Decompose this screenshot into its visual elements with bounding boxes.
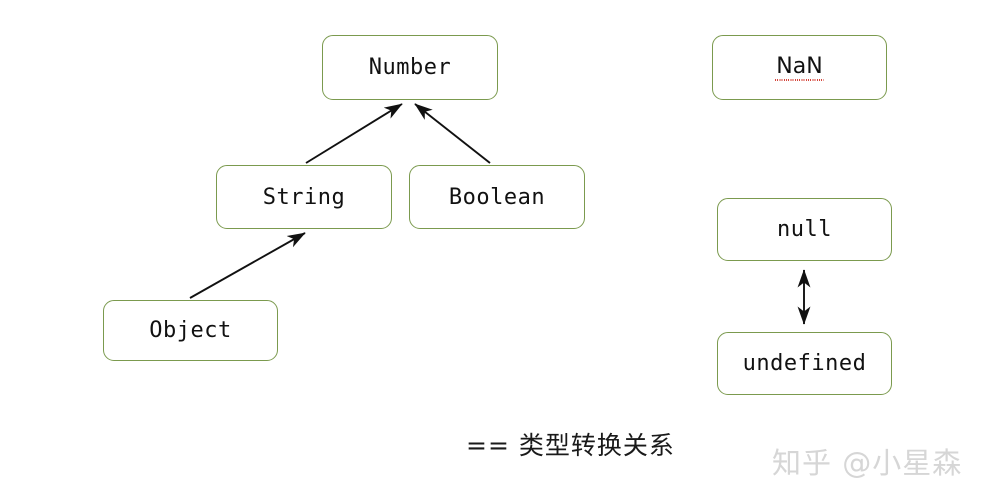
node-boolean-label: Boolean [448, 184, 546, 210]
node-undefined[interactable]: undefined [717, 332, 892, 395]
node-null-label: null [777, 217, 832, 242]
node-undefined-label: undefined [742, 351, 867, 376]
node-number[interactable]: Number [322, 35, 498, 100]
edge-boolean-to-number [414, 103, 491, 164]
node-nan-label: NaN [775, 54, 825, 81]
watermark: 知乎 @小星森 [772, 446, 963, 480]
node-number-label: Number [368, 55, 452, 80]
edge-object-to-string [189, 232, 306, 299]
node-object-label: Object [149, 318, 232, 343]
node-object[interactable]: Object [103, 300, 278, 361]
node-nan[interactable]: NaN [712, 35, 887, 100]
node-string-label: String [262, 184, 346, 210]
edge-string-to-number [305, 103, 403, 164]
node-string[interactable]: String [216, 165, 392, 229]
node-boolean[interactable]: Boolean [409, 165, 585, 229]
diagram-caption: == 类型转换关系 [466, 431, 675, 460]
node-null[interactable]: null [717, 198, 892, 261]
